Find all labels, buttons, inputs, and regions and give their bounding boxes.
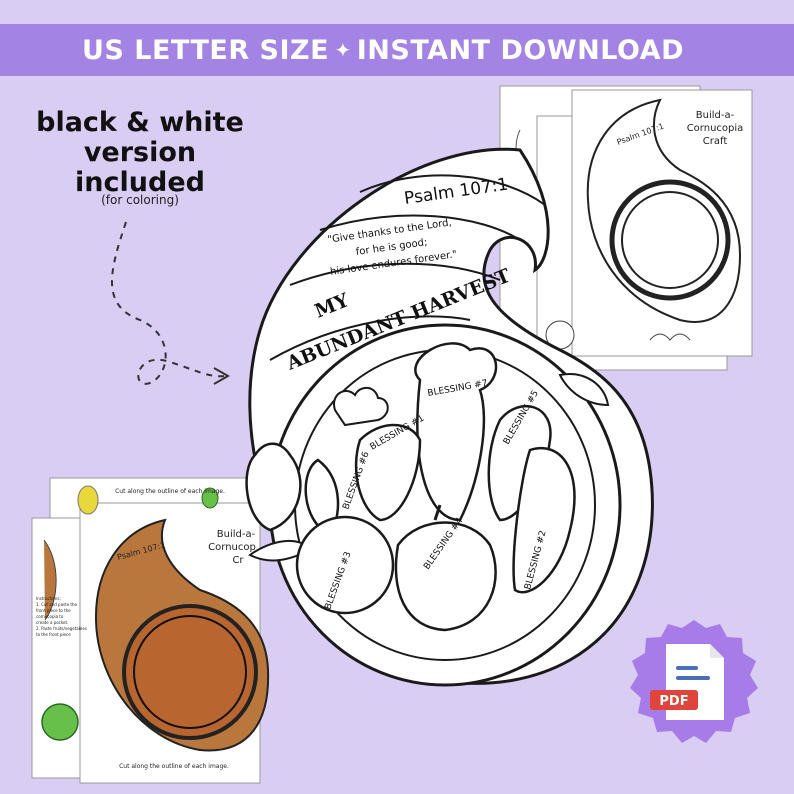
arrow-head-icon bbox=[213, 367, 231, 385]
cornucopia-main bbox=[245, 147, 654, 687]
color-sheet-title-3: Cr bbox=[232, 555, 244, 566]
color-sheet-cut-note-bottom: Cut along the outline of each image. bbox=[119, 763, 229, 770]
sparkle-icon: ✦ bbox=[334, 38, 352, 62]
pdf-label: PDF bbox=[659, 694, 688, 709]
instruction-line: 2. Paste fruits/vegetables bbox=[36, 626, 87, 631]
color-sheet-title-1: Build-a- bbox=[217, 529, 256, 540]
bw-sheet-title-2: Cornucopia bbox=[687, 123, 744, 134]
pdf-label-box bbox=[650, 690, 698, 710]
color-sheet-stack bbox=[31, 477, 270, 784]
instant-download-label: INSTANT DOWNLOAD bbox=[356, 34, 684, 66]
instruction-line: cornucopia to bbox=[36, 614, 64, 619]
instruction-line: create a pocket. bbox=[36, 620, 68, 625]
bw-sheet-title-1: Build-a- bbox=[696, 110, 735, 121]
color-sheet-title-2: Cornucop bbox=[208, 542, 256, 553]
pdf-badge: PDF bbox=[630, 620, 758, 743]
instruction-line: to the front piece bbox=[36, 632, 71, 637]
top-banner: US LETTER SIZE ✦ INSTANT DOWNLOAD bbox=[0, 24, 794, 76]
instruction-line: 1. Cut and paste the bbox=[36, 602, 78, 607]
instruction-line: front piece to the bbox=[36, 608, 71, 613]
color-sheet-cut-note-top: Cut along the outline of each image. bbox=[115, 488, 225, 495]
dashed-arrow bbox=[111, 221, 226, 385]
bw-version-note: black & white version included bbox=[36, 107, 244, 198]
bw-version-subtitle: (for coloring) bbox=[101, 193, 179, 207]
bw-sheet-title-3: Craft bbox=[703, 136, 728, 147]
instruction-line: Instructions: bbox=[36, 596, 61, 601]
us-letter-size-label: US LETTER SIZE bbox=[82, 34, 330, 66]
color-sheet-instructions: Instructions: 1. Cut and paste the front… bbox=[36, 596, 87, 637]
